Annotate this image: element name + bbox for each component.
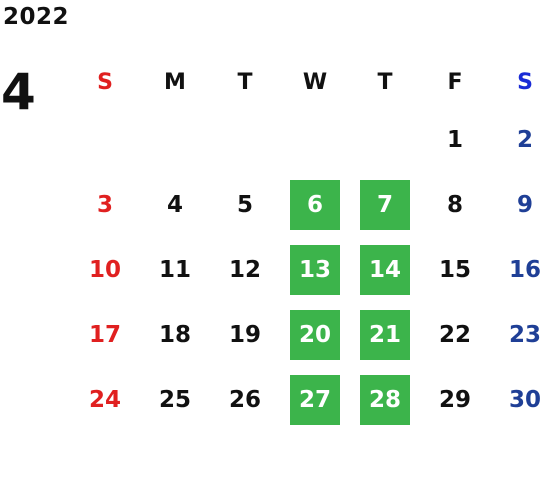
calendar-month: 4 [1,63,36,121]
calendar-day: 3 [96,191,113,218]
calendar-day: 12 [228,256,261,283]
calendar-day [290,115,340,165]
calendar-day-cell: 28 [350,374,420,425]
highlighted-day: 7 [360,179,410,230]
calendar-day-cell: 3 [70,180,140,230]
calendar-day: 19 [228,321,261,348]
calendar-day [360,115,410,165]
highlighted-day: 27 [290,374,340,425]
calendar-day-cell: 5 [210,180,280,230]
calendar-day: 26 [228,386,261,413]
calendar-day: 5 [236,191,253,218]
calendar-day: 9 [516,191,533,218]
calendar-day-cell: 22 [420,310,490,360]
calendar-day: 24 [88,386,121,413]
calendar-day-cell: 11 [140,245,210,295]
calendar-day: 23 [508,321,541,348]
calendar-day-cell: 27 [280,374,350,425]
calendar-day: 16 [508,256,541,283]
calendar-day: 11 [158,256,191,283]
calendar-week-row: 10 11 12 13 14 15 16 [70,237,548,302]
weekday-tuesday: T [237,69,253,95]
calendar-day-cell: 18 [140,310,210,360]
calendar-day-cell: 12 [210,245,280,295]
calendar-day-cell: 20 [280,309,350,360]
calendar-day: 22 [438,321,471,348]
calendar-day-cell: 23 [490,310,548,360]
calendar-day-cell: 19 [210,310,280,360]
highlighted-day: 6 [290,179,340,230]
calendar-day: 30 [508,386,541,413]
calendar-day-cell: 13 [280,244,350,295]
weekday-header-row: S M T W T F S [70,57,548,107]
calendar-day-cell: 1 [420,115,490,165]
weekday-wednesday: W [302,69,328,95]
calendar-day-cell: 9 [490,180,548,230]
calendar-day-cell: 30 [490,375,548,425]
calendar-day: 10 [88,256,121,283]
calendar-day-cell: 25 [140,375,210,425]
calendar-day-cell: 8 [420,180,490,230]
calendar-day: 17 [88,321,121,348]
calendar-day: 18 [158,321,191,348]
calendar-day-cell: 10 [70,245,140,295]
calendar-week-row: 17 18 19 20 21 22 23 [70,302,548,367]
calendar-day [80,115,130,165]
calendar-day-cell [210,115,280,165]
highlighted-day: 28 [360,374,410,425]
calendar-day-cell: 24 [70,375,140,425]
calendar-day-cell: 16 [490,245,548,295]
calendar-day [150,115,200,165]
calendar-day-cell: 2 [490,115,548,165]
calendar-day-cell [350,115,420,165]
calendar-day: 2 [516,126,533,153]
highlighted-day: 21 [360,309,410,360]
highlighted-day: 13 [290,244,340,295]
calendar-day: 4 [166,191,183,218]
weekday-saturday: S [517,69,533,95]
weekday-sunday: S [97,69,113,95]
calendar-day-cell: 17 [70,310,140,360]
calendar-day-cell [140,115,210,165]
calendar-day: 8 [446,191,463,218]
calendar-week-row: 24 25 26 27 28 29 30 [70,367,548,432]
calendar-day-cell: 4 [140,180,210,230]
calendar-day-cell [280,115,350,165]
calendar-day-cell: 15 [420,245,490,295]
calendar-day-cell: 6 [280,179,350,230]
calendar-day-cell: 29 [420,375,490,425]
calendar-day-cell: 26 [210,375,280,425]
calendar-day: 15 [438,256,471,283]
calendar-day: 25 [158,386,191,413]
weekday-friday: F [447,69,463,95]
weekday-thursday: T [377,69,393,95]
calendar-day-cell: 7 [350,179,420,230]
calendar-day: 1 [446,126,463,153]
calendar-day [220,115,270,165]
highlighted-day: 20 [290,309,340,360]
highlighted-day: 14 [360,244,410,295]
calendar-day-cell: 14 [350,244,420,295]
weekday-monday: M [164,69,186,95]
calendar-year: 2022 [3,4,70,30]
calendar-day: 29 [438,386,471,413]
calendar-day-cell: 21 [350,309,420,360]
calendar-day-cell [70,115,140,165]
